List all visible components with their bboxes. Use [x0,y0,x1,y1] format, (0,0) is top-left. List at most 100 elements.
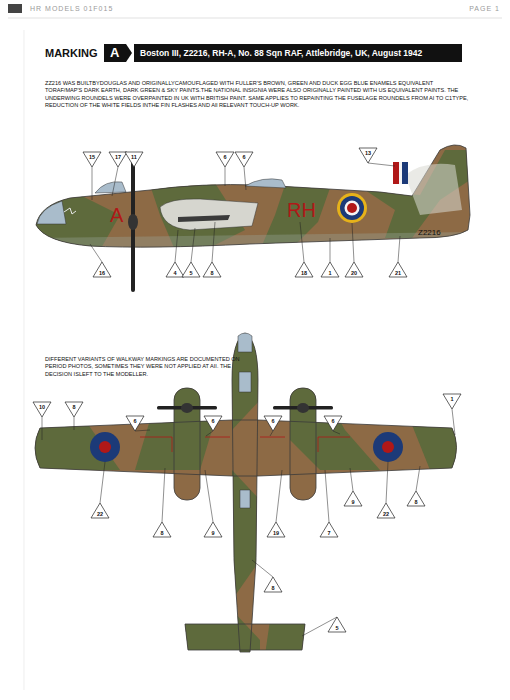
callout-number: 5 [328,625,346,631]
callout-number: 1 [321,270,339,276]
callout-number: 4 [166,270,184,276]
callout-triangle [109,152,127,167]
leader-line [191,228,195,262]
callout-triangle [264,577,282,592]
leader-line [416,466,420,491]
fuselage-roundel [337,193,367,223]
wing-roundel-left [90,432,120,462]
callout-triangle [443,394,461,409]
callout-triangle [91,503,109,518]
fin-flash [393,162,408,184]
leader-line [386,462,388,503]
callout-number: 15 [83,154,101,160]
callout-number: 5 [182,270,200,276]
callout-triangle [153,522,171,537]
leader-line [352,223,354,262]
leader-line [368,163,395,166]
callout-triangle [126,416,144,431]
callout-triangle [324,416,342,431]
leader-line [333,431,340,434]
serial-number: Z2216 [418,228,441,237]
callout-triangle [345,262,363,277]
callout-number: 21 [389,270,407,276]
leader-line [398,236,400,262]
leader-line [252,560,273,577]
leader-line [330,238,331,262]
leader-line [325,470,329,522]
leader-line [134,167,135,180]
callout-number: 6 [324,418,342,424]
wing-roundel-right [373,432,403,462]
leader-line [350,468,353,491]
leader-line [452,409,455,435]
side-view [30,140,480,292]
leader-line [42,417,43,440]
callout-number: 9 [344,499,362,505]
callout-triangle [359,148,377,163]
logo [8,4,22,13]
callout-number: 19 [267,530,285,536]
callout-triangle [216,152,234,167]
callout-triangle [344,491,362,506]
callout-number: 17 [109,154,127,160]
leader-line [175,230,178,262]
callout-number: 9 [204,530,222,536]
callout-number: 6 [216,154,234,160]
marking-letter: A [110,45,119,60]
note-text: DIFFERENT VARIANTS OF WALKWAY MARKINGS A… [45,356,250,378]
callout-triangle [65,402,83,417]
callout-number: 8 [407,499,425,505]
callout-number: 20 [345,270,363,276]
leader-line [212,222,215,262]
callout-triangle [264,416,282,431]
page-number: PAGE 1 [469,5,500,12]
leader-line [302,617,337,636]
callout-number: 1 [443,396,461,402]
callout-triangle [377,503,395,518]
callout-triangle [328,617,346,632]
callout-number: 6 [264,418,282,424]
callout-number: 6 [204,418,222,424]
callout-number: 7 [320,530,338,536]
leader-line [74,417,75,430]
callout-number: 22 [377,511,395,517]
propellers [157,403,333,413]
callout-triangle [321,262,339,277]
leader-line [205,470,213,522]
callout-triangle [267,522,285,537]
header-text: HR MODELS 01F015 [30,5,113,12]
callout-triangle [235,152,253,167]
callout-triangle [203,262,221,277]
callout-number: 6 [235,154,253,160]
leader-line [300,222,304,262]
callout-number: 6 [126,418,144,424]
callout-number: 11 [125,154,143,160]
leader-line [276,470,282,522]
callout-number: 16 [93,270,111,276]
callout-triangle [125,152,143,167]
callout-number: 13 [359,150,377,156]
callout-triangle [83,152,101,167]
marking-badge [104,44,132,62]
leader-line [92,167,93,200]
leader-line [135,430,150,431]
leader-line [270,431,273,436]
leader-line [225,167,226,186]
callout-number: 8 [203,270,221,276]
top-view [30,330,470,660]
callout-number: 8 [65,404,83,410]
callout-triangle [407,491,425,506]
callout-triangle [204,522,222,537]
callout-triangle [204,416,222,431]
callout-number: 10 [33,404,51,410]
callout-triangle [389,262,407,277]
callout-triangle [320,522,338,537]
title-bar [134,44,462,62]
callout-number: 8 [264,585,282,591]
callout-triangle [166,262,184,277]
squadron-code: RH [287,199,316,222]
leader-line [112,167,118,196]
callout-triangle [182,262,200,277]
leader-line [100,462,105,503]
leader-line [162,468,165,522]
